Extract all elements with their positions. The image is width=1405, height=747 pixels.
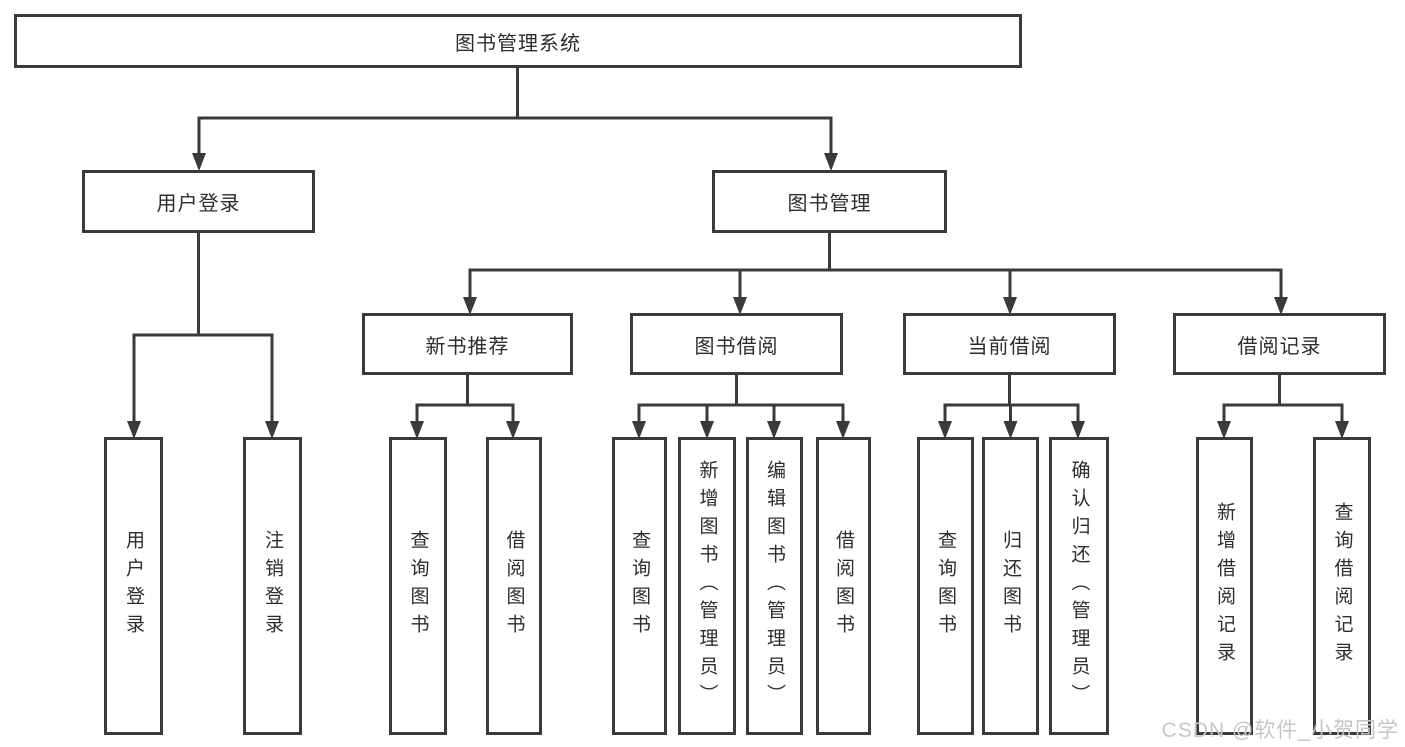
- node-book-management: 图书管理: [712, 170, 947, 233]
- leaf-user-login: 用户登录: [104, 437, 163, 735]
- leaf-logout: 注销登录: [243, 437, 302, 735]
- leaf-label: 查询图书: [629, 530, 650, 642]
- leaf-label: 借阅图书: [503, 530, 525, 642]
- node-book-borrowing: 图书借阅: [630, 313, 843, 375]
- leaf-confirm-return-admin: 确认归还（管理员）: [1049, 437, 1109, 735]
- leaf-label: 归还图书: [1000, 530, 1021, 642]
- leaf-label: 确认归还（管理员）: [1068, 460, 1090, 712]
- leaf-label: 查询图书: [935, 530, 956, 642]
- node-current-borrowing: 当前借阅: [903, 313, 1116, 375]
- leaf-borrow-books-recommend: 借阅图书: [486, 437, 542, 735]
- leaf-label: 新增借阅记录: [1214, 502, 1235, 670]
- leaf-query-books-recommend: 查询图书: [389, 437, 447, 735]
- leaf-query-books-borrow: 查询图书: [612, 437, 667, 735]
- csdn-watermark: CSDN @软件_小贺同学: [1161, 719, 1399, 742]
- leaf-return-books: 归还图书: [982, 437, 1039, 735]
- leaf-label: 查询图书: [407, 530, 429, 642]
- leaf-borrow-books: 借阅图书: [816, 437, 871, 735]
- leaf-label: 注销登录: [262, 530, 283, 642]
- leaf-label: 新增图书（管理员）: [696, 460, 718, 712]
- node-borrowing-records: 借阅记录: [1173, 313, 1386, 375]
- leaf-label: 查询借阅记录: [1331, 502, 1353, 670]
- leaf-label: 借阅图书: [833, 530, 854, 642]
- leaf-edit-books-admin: 编辑图书（管理员）: [746, 437, 803, 735]
- leaf-label: 编辑图书（管理员）: [764, 460, 785, 712]
- node-new-book-recommendation: 新书推荐: [362, 313, 573, 375]
- leaf-query-borrow-record: 查询借阅记录: [1313, 437, 1371, 735]
- leaf-query-books-current: 查询图书: [917, 437, 974, 735]
- leaf-add-books-admin: 新增图书（管理员）: [678, 437, 736, 735]
- node-user-login: 用户登录: [82, 170, 315, 233]
- leaf-label: 用户登录: [123, 530, 144, 642]
- node-library-management-system: 图书管理系统: [14, 14, 1022, 68]
- leaf-add-borrow-record: 新增借阅记录: [1196, 437, 1253, 735]
